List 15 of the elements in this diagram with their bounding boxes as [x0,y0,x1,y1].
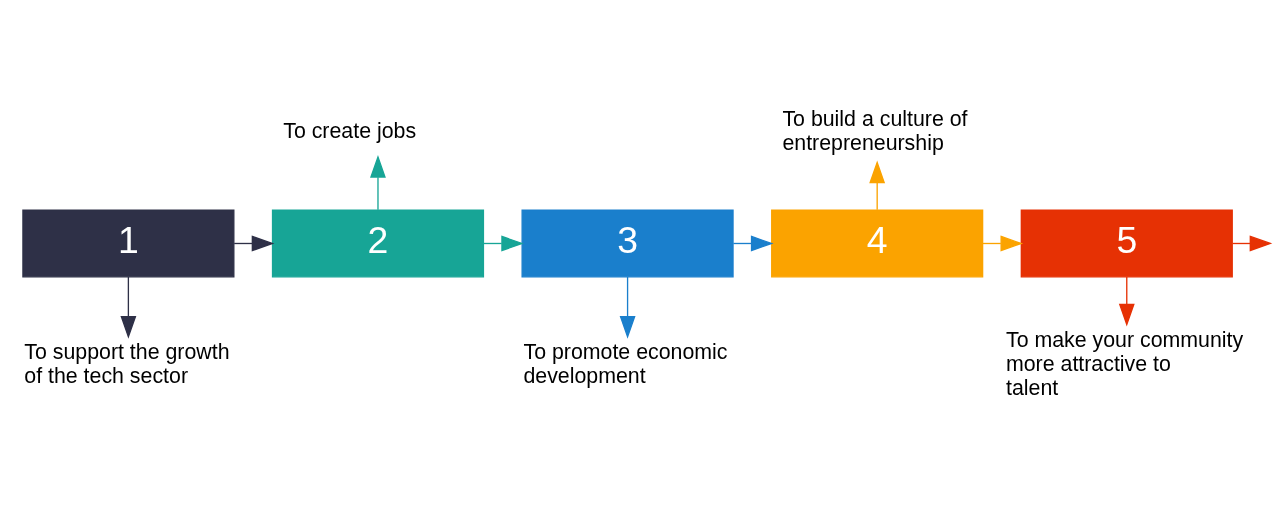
node-box: 2 [271,208,485,278]
arrow [120,275,137,339]
node-box: 4 [771,208,984,278]
arrow [1118,275,1135,326]
node-text: To support the growth of the tech sector [24,339,230,388]
arrow [869,159,886,210]
node-text: To create jobs [283,118,417,143]
node-text: To promote economic development [523,339,728,388]
node-text: To make your community more attractive to talent [1005,327,1244,400]
node-box: 3 [521,208,734,278]
arrow [370,154,386,210]
node-box: 5 [1020,208,1233,278]
node-text: To build a culture of entrepreneurship [782,106,968,155]
arrow [619,275,636,339]
node-box: 1 [22,208,235,278]
